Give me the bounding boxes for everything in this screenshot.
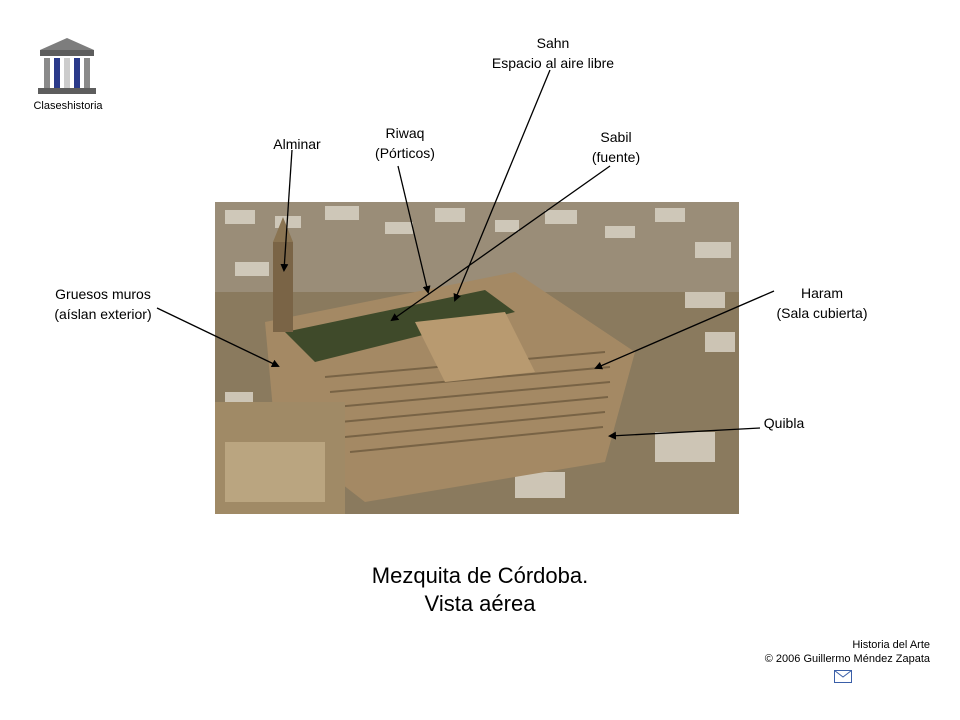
sahn-title: Sahn	[536, 35, 570, 51]
haram-title: Haram	[800, 285, 843, 301]
sabil-label: Sabil (fuente)	[578, 127, 654, 167]
greek-temple-icon	[38, 38, 96, 94]
sahn-label: Sahn Espacio al aire libre	[470, 33, 636, 73]
sahn-subtitle: Espacio al aire libre	[491, 55, 615, 71]
caption-line-1: Mezquita de Córdoba.	[371, 563, 589, 588]
riwaq-label: Riwaq (Pórticos)	[360, 123, 450, 163]
gruesos-title: Gruesos muros	[55, 286, 151, 302]
riwaq-title: Riwaq	[385, 125, 425, 141]
footer-credit: Historia del Arte © 2006 Guillermo Ménde…	[700, 638, 930, 666]
haram-label: Haram (Sala cubierta)	[760, 283, 884, 323]
quibla-label: Quibla	[763, 415, 805, 431]
alminar-label: Alminar	[273, 136, 321, 152]
riwaq-subtitle: (Pórticos)	[375, 145, 435, 161]
brand-name: Claseshistoria	[33, 100, 103, 112]
caption-line-2: Vista aérea	[424, 591, 536, 616]
footer-course: Historia del Arte	[852, 639, 930, 651]
slide-caption: Mezquita de Córdoba. Vista aérea	[0, 562, 960, 618]
sabil-title: Sabil	[600, 129, 632, 145]
envelope-icon[interactable]	[834, 670, 852, 683]
footer-copyright: © 2006 Guillermo Méndez Zapata	[764, 653, 930, 665]
sabil-subtitle: (fuente)	[591, 149, 641, 165]
aerial-photo	[215, 202, 739, 514]
haram-subtitle: (Sala cubierta)	[776, 305, 868, 321]
gruesos-label: Gruesos muros (aíslan exterior)	[40, 284, 166, 324]
gruesos-subtitle: (aíslan exterior)	[54, 306, 152, 322]
